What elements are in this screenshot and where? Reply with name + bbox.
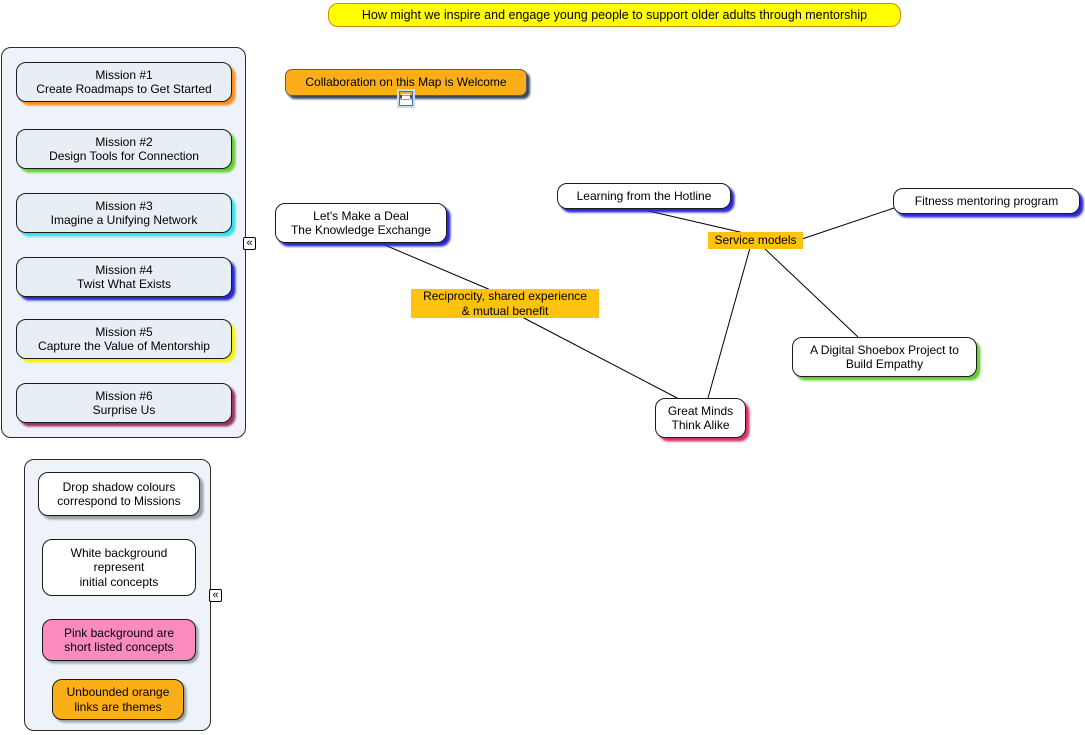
- mission-2-node[interactable]: Mission #2 Design Tools for Connection: [16, 129, 232, 169]
- theme-line: Service models: [714, 233, 797, 248]
- mission-subtitle: Imagine a Unifying Network: [50, 213, 198, 227]
- legend-pink-background-note[interactable]: Pink background are short listed concept…: [42, 619, 196, 661]
- legend-line: initial concepts: [79, 574, 159, 589]
- collapse-missions-panel-button[interactable]: «: [243, 237, 256, 250]
- legend-line: Pink background are: [63, 625, 175, 640]
- concept-line: Build Empathy: [845, 357, 924, 371]
- concept-line: Think Alike: [671, 418, 730, 432]
- mission-title: Mission #3: [95, 198, 153, 213]
- mission-title: Mission #6: [95, 388, 153, 403]
- legend-drop-shadow-note[interactable]: Drop shadow colours correspond to Missio…: [38, 472, 200, 516]
- mission-3-node[interactable]: Mission #3 Imagine a Unifying Network: [16, 193, 232, 233]
- chevron-left-icon: «: [212, 589, 219, 601]
- notes-icon[interactable]: [397, 89, 415, 108]
- link-reciprocity-greatminds[interactable]: [521, 316, 680, 400]
- mission-subtitle: Surprise Us: [92, 403, 156, 417]
- legend-line: short listed concepts: [64, 640, 174, 654]
- concept-digital-shoebox[interactable]: A Digital Shoebox Project to Build Empat…: [792, 337, 977, 377]
- mission-subtitle: Twist What Exists: [76, 277, 171, 291]
- mission-5-node[interactable]: Mission #5 Capture the Value of Mentorsh…: [16, 319, 232, 359]
- legend-line: Drop shadow colours: [62, 479, 176, 494]
- theme-service-models[interactable]: Service models: [708, 232, 803, 249]
- mission-title: Mission #2: [95, 134, 153, 149]
- concept-line: Great Minds: [667, 403, 734, 418]
- missions-panel: Mission #1 Create Roadmaps to Get Starte…: [1, 47, 246, 438]
- theme-reciprocity[interactable]: Reciprocity, shared experience & mutual …: [411, 289, 599, 318]
- legend-panel: Drop shadow colours correspond to Missio…: [24, 459, 211, 731]
- mission-6-node[interactable]: Mission #6 Surprise Us: [16, 383, 232, 423]
- link-servicemodels-fitness[interactable]: [801, 207, 895, 240]
- legend-white-background-note[interactable]: White background represent initial conce…: [42, 539, 196, 596]
- link-servicemodels-greatminds[interactable]: [707, 247, 751, 399]
- link-hotline-servicemodels[interactable]: [639, 208, 745, 234]
- mission-subtitle: Design Tools for Connection: [49, 149, 199, 163]
- concept-line: A Digital Shoebox Project to: [810, 342, 959, 357]
- legend-line: links are themes: [74, 699, 162, 714]
- collapse-legend-panel-button[interactable]: «: [209, 589, 222, 602]
- link-letsmakeadeal-reciprocity[interactable]: [379, 242, 494, 292]
- mission-title: Mission #4: [95, 262, 153, 277]
- legend-line: Unbounded orange: [66, 685, 170, 700]
- concept-lets-make-a-deal[interactable]: Let's Make a Deal The Knowledge Exchange: [275, 203, 447, 243]
- mission-subtitle: Capture the Value of Mentorship: [38, 339, 210, 353]
- concept-learning-from-the-hotline[interactable]: Learning from the Hotline: [557, 183, 731, 209]
- mission-4-node[interactable]: Mission #4 Twist What Exists: [16, 257, 232, 297]
- link-servicemodels-shoebox[interactable]: [763, 247, 859, 338]
- legend-line: correspond to Missions: [57, 494, 181, 508]
- chevron-left-icon: «: [246, 237, 253, 249]
- theme-line: & mutual benefit: [461, 303, 549, 318]
- legend-orange-links-note[interactable]: Unbounded orange links are themes: [52, 679, 184, 720]
- concept-line: Learning from the Hotline: [576, 188, 712, 203]
- collaboration-note-text: Collaboration on this Map is Welcome: [305, 75, 507, 90]
- concept-line: The Knowledge Exchange: [290, 223, 432, 237]
- concept-line: Fitness mentoring program: [914, 193, 1059, 208]
- concept-fitness-mentoring-program[interactable]: Fitness mentoring program: [893, 188, 1080, 214]
- legend-line: represent: [93, 560, 145, 575]
- mission-1-node[interactable]: Mission #1 Create Roadmaps to Get Starte…: [16, 62, 232, 102]
- central-question-text: How might we inspire and engage young pe…: [361, 8, 868, 22]
- central-question-node[interactable]: How might we inspire and engage young pe…: [328, 3, 901, 27]
- legend-line: White background: [70, 545, 168, 560]
- concept-line: Let's Make a Deal: [313, 208, 409, 223]
- mission-title: Mission #1: [95, 67, 153, 82]
- mission-title: Mission #5: [95, 324, 153, 339]
- theme-line: Reciprocity, shared experience: [423, 289, 587, 304]
- concept-great-minds-think-alike[interactable]: Great Minds Think Alike: [655, 398, 746, 438]
- mission-subtitle: Create Roadmaps to Get Started: [36, 82, 212, 96]
